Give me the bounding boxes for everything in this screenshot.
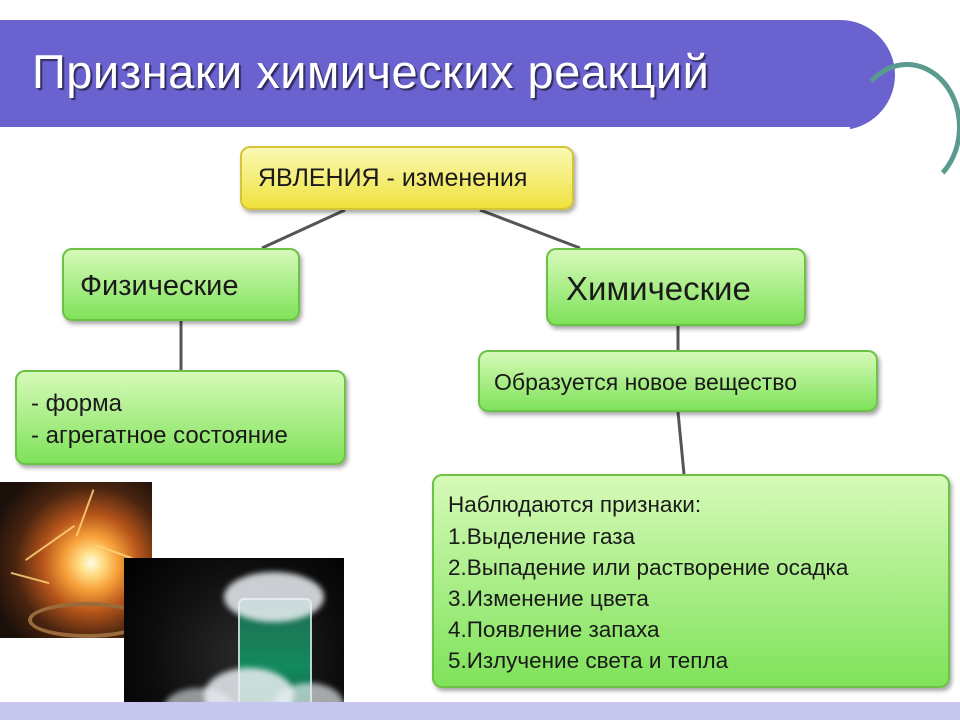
new-substance-box: Образуется новое вещество	[478, 350, 878, 412]
physical-box: Физические	[62, 248, 300, 321]
physical-label: Физические	[80, 270, 239, 302]
connector-phenomena-physical	[261, 208, 346, 250]
title-underline	[0, 127, 850, 130]
smoke-cloud	[224, 572, 324, 622]
bottom-bar	[0, 702, 960, 720]
chemical-label: Химические	[566, 270, 751, 307]
physical-signs-box: - форма - агрегатное состояние	[15, 370, 346, 465]
sign-item: 5.Излучение света и тепла	[448, 648, 729, 673]
title-decoration-arc	[852, 62, 960, 192]
connector-phenomena-chemical	[479, 208, 581, 250]
chemical-signs-box: Наблюдаются признаки: 1.Выделение газа 2…	[432, 474, 950, 688]
signs-heading: Наблюдаются признаки:	[448, 492, 702, 517]
phenomena-label: ЯВЛЕНИЯ - изменения	[258, 164, 528, 192]
phenomena-box: ЯВЛЕНИЯ - изменения	[240, 146, 574, 210]
sign-item: 2.Выпадение или растворение осадка	[448, 555, 849, 580]
smoking-beaker-photo	[124, 558, 344, 720]
spark	[24, 524, 76, 562]
chemical-box: Химические	[546, 248, 806, 326]
new-substance-label: Образуется новое вещество	[494, 369, 797, 395]
spark	[75, 489, 95, 537]
sign-item: 4.Появление запаха	[448, 617, 660, 642]
physical-sign-item: - форма	[31, 390, 122, 417]
connector-substance-signs	[676, 411, 686, 475]
spark	[10, 571, 50, 585]
physical-sign-item: - агрегатное состояние	[31, 422, 288, 449]
title-banner	[0, 20, 895, 130]
sign-item: 3.Изменение цвета	[448, 586, 649, 611]
page-title: Признаки химических реакций	[32, 45, 710, 98]
sign-item: 1.Выделение газа	[448, 524, 636, 549]
